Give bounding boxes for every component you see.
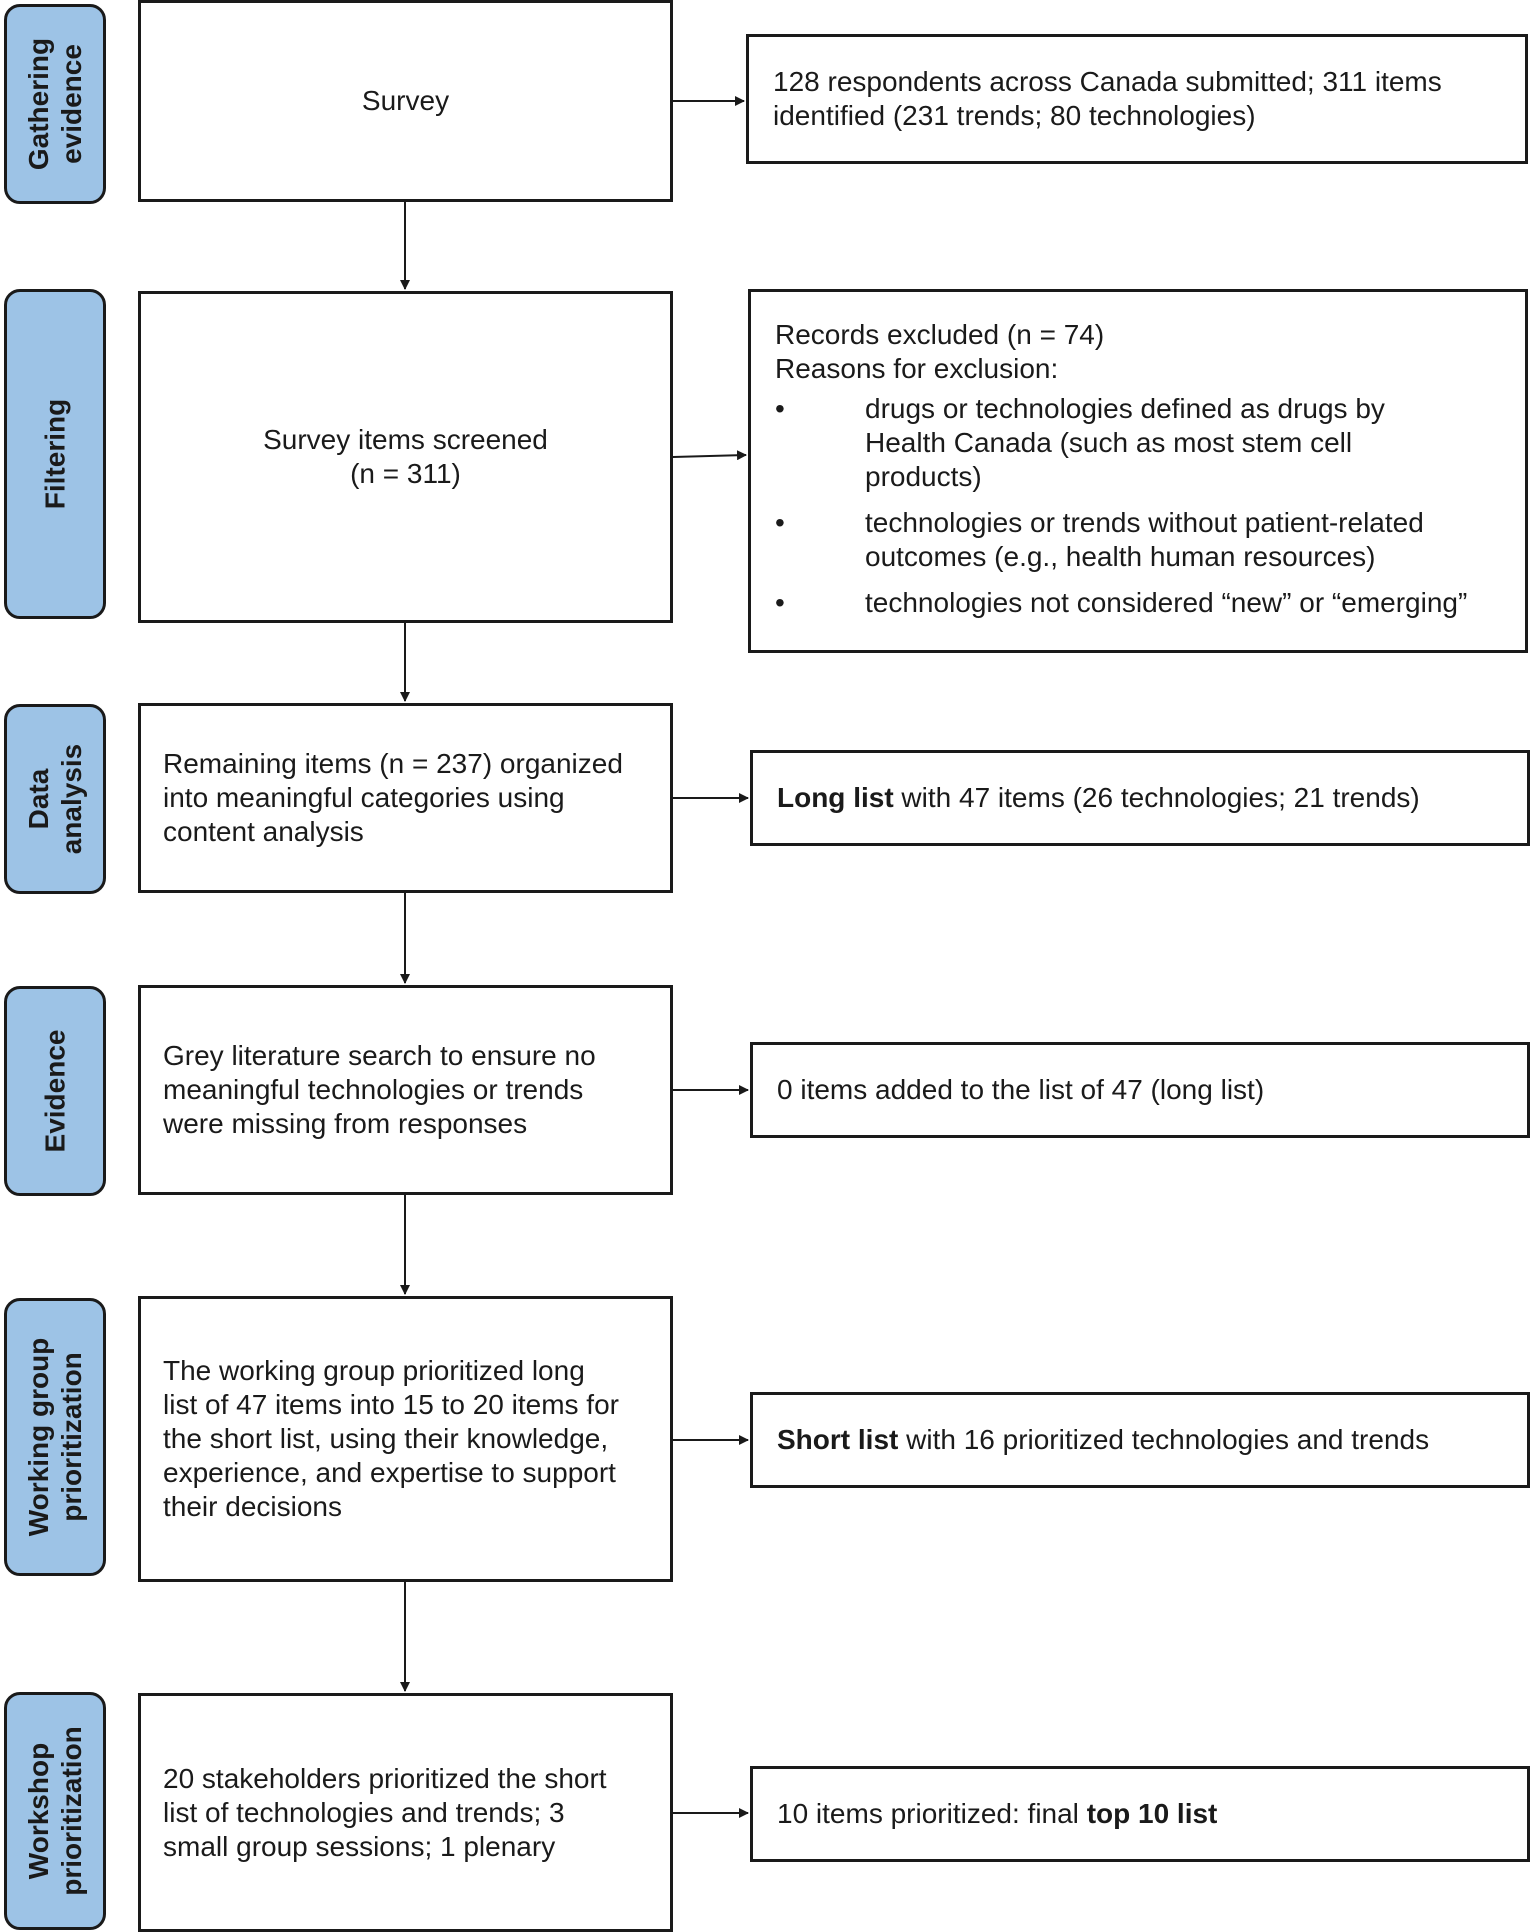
exclusion-subtitle: Reasons for exclusion: — [775, 353, 1059, 384]
working-group-box: The working group prioritized long list … — [138, 1296, 673, 1582]
stage-tab-filtering: Filtering — [4, 289, 106, 619]
long-list-label: Long list — [777, 782, 894, 813]
evidence-result-box: 0 items added to the list of 47 (long li… — [750, 1042, 1530, 1138]
working-group-text: The working group prioritized long list … — [163, 1355, 619, 1522]
top10-detail: 10 items prioritized: final — [777, 1798, 1087, 1829]
screening-box: Survey items screened (n = 311) — [138, 291, 673, 623]
workshop-box: 20 stakeholders prioritized the short li… — [138, 1693, 673, 1932]
top10-text: 10 items prioritized: final top 10 list — [777, 1797, 1217, 1831]
evidence-result-text: 0 items added to the list of 47 (long li… — [777, 1074, 1265, 1105]
long-list-detail: with 47 items (26 technologies; 21 trend… — [893, 782, 1420, 813]
screening-text: Survey items screened (n = 311) — [263, 424, 548, 489]
stage-tab-workshop: Workshop prioritization — [4, 1692, 106, 1930]
survey-text: Survey — [361, 85, 450, 116]
survey-result-box: 128 respondents across Canada submitted;… — [746, 34, 1528, 164]
stage-tab-gathering-evidence: Gathering evidence — [4, 4, 106, 204]
short-list-box: Short list with 16 prioritized technolog… — [750, 1392, 1530, 1488]
survey-box: Survey — [138, 0, 673, 202]
exclusion-box: Records excluded (n = 74) Reasons for ex… — [748, 289, 1528, 653]
short-list-label: Short list — [777, 1424, 899, 1455]
exclusion-reason-item: drugs or technologies defined as drugs b… — [775, 392, 1505, 494]
exclusion-reason-item: technologies or trends without patient-r… — [775, 506, 1505, 574]
analysis-text: Remaining items (n = 237) organized into… — [163, 748, 623, 847]
grey-literature-text: Grey literature search to ensure no mean… — [163, 1040, 596, 1139]
short-list-text: Short list with 16 prioritized technolog… — [777, 1423, 1429, 1457]
survey-result-text: 128 respondents across Canada submitted;… — [773, 66, 1442, 131]
exclusion-title: Records excluded (n = 74) — [775, 319, 1105, 350]
grey-literature-box: Grey literature search to ensure no mean… — [138, 985, 673, 1195]
short-list-detail: with 16 prioritized technologies and tre… — [898, 1424, 1430, 1455]
workshop-text: 20 stakeholders prioritized the short li… — [163, 1762, 607, 1862]
stage-tab-working-group: Working group prioritization — [4, 1298, 106, 1576]
stage-tab-data-analysis: Data analysis — [4, 704, 106, 894]
long-list-box: Long list with 47 items (26 technologies… — [750, 750, 1530, 846]
exclusion-reasons-list: drugs or technologies defined as drugs b… — [775, 392, 1505, 620]
top10-box: 10 items prioritized: final top 10 list — [750, 1766, 1530, 1862]
stage-tab-evidence: Evidence — [4, 986, 106, 1196]
arrow-right — [672, 450, 747, 461]
top10-label: top 10 list — [1086, 1798, 1218, 1829]
long-list-text: Long list with 47 items (26 technologies… — [777, 781, 1420, 815]
exclusion-reason-item: technologies not considered “new” or “em… — [775, 586, 1505, 620]
analysis-box: Remaining items (n = 237) organized into… — [138, 703, 673, 893]
